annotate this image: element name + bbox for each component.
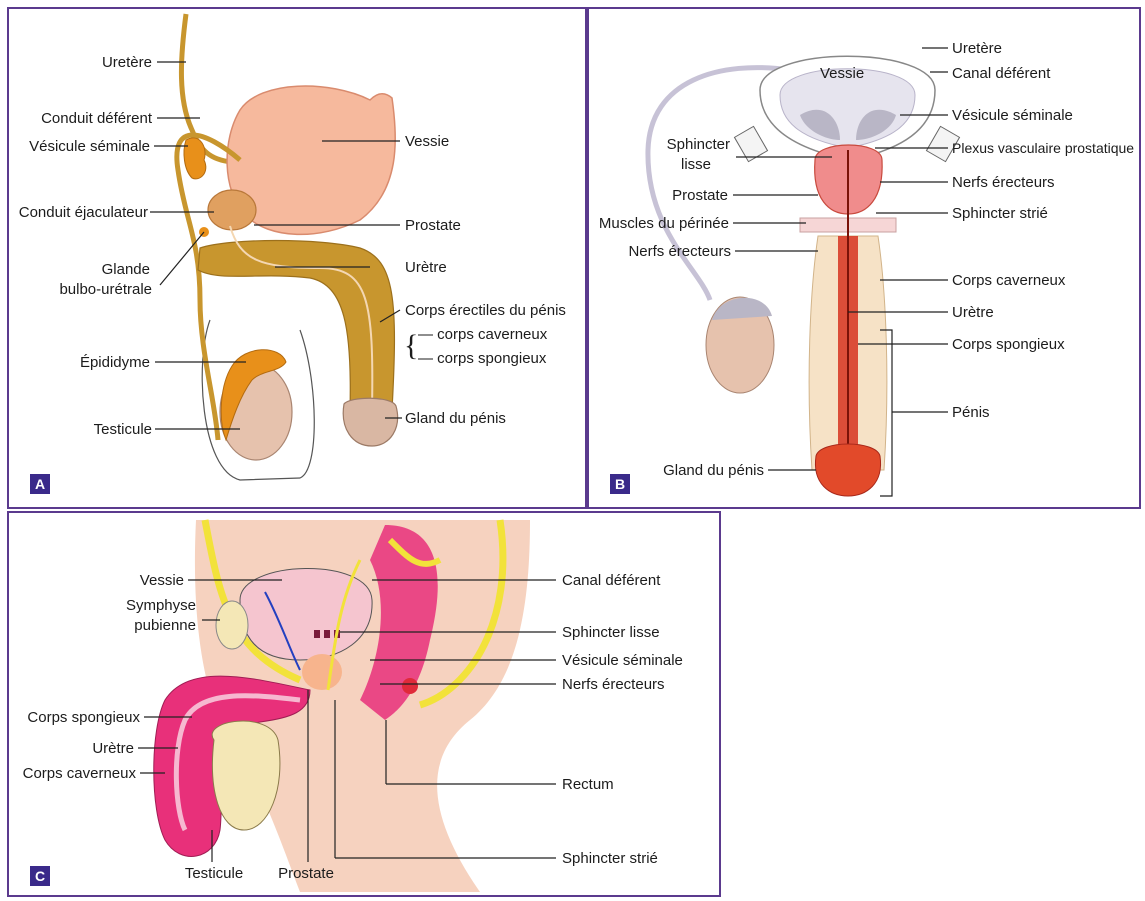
label-uretere-a: Uretère bbox=[102, 54, 152, 71]
label-rectum-c: Rectum bbox=[562, 776, 614, 793]
prostate-c bbox=[302, 654, 342, 690]
label-gland-a: Gland du pénis bbox=[405, 410, 506, 427]
label-penis-b: Pénis bbox=[952, 404, 990, 421]
label-uretere-b: Uretère bbox=[952, 40, 1002, 57]
label-symphyse-line2-c: pubienne bbox=[134, 617, 196, 634]
prostate-a bbox=[208, 190, 256, 230]
label-vessie-c: Vessie bbox=[140, 572, 184, 589]
label-uretre-c: Urètre bbox=[92, 740, 134, 757]
label-corps-spongieux-b: Corps spongieux bbox=[952, 336, 1065, 353]
glans-b bbox=[815, 444, 880, 496]
label-sphincter-strie-b: Sphincter strié bbox=[952, 205, 1048, 222]
label-conduit-deferent-a: Conduit déférent bbox=[41, 110, 153, 127]
label-plexus-b: Plexus vasculaire prostatique bbox=[952, 140, 1134, 156]
sphincter-lisse-dot1-c bbox=[314, 630, 320, 638]
label-prostate-a: Prostate bbox=[405, 217, 461, 234]
label-gland-b: Gland du pénis bbox=[663, 462, 764, 479]
label-corps-spongieux-a: — corps spongieux bbox=[418, 350, 547, 367]
label-nerfs-erecteurs-right-b: Nerfs érecteurs bbox=[952, 174, 1055, 191]
label-sphincter-line2-b: lisse bbox=[681, 156, 711, 173]
label-corps-caverneux-b: Corps caverneux bbox=[952, 272, 1066, 289]
label-conduit-ejaculateur-a: Conduit éjaculateur bbox=[19, 204, 148, 221]
badge-c-text: C bbox=[35, 868, 45, 884]
label-symphyse-line1-c: Symphyse bbox=[126, 597, 196, 614]
label-vesicule-seminale-a: Vésicule séminale bbox=[29, 138, 150, 155]
label-sphincter-strie-c: Sphincter strié bbox=[562, 850, 658, 867]
label-muscles-perinee-b: Muscles du périnée bbox=[599, 215, 729, 232]
label-nerfs-erecteurs-c: Nerfs érecteurs bbox=[562, 676, 665, 693]
label-prostate-c: Prostate bbox=[278, 865, 334, 882]
label-brace-a: { bbox=[404, 329, 418, 362]
label-corps-caverneux-a: — corps caverneux bbox=[418, 326, 548, 343]
symphysis-c bbox=[216, 601, 248, 649]
label-epididyme-a: Épididyme bbox=[80, 354, 150, 371]
label-vessie-a: Vessie bbox=[405, 133, 449, 150]
label-vesicule-seminale-b: Vésicule séminale bbox=[952, 107, 1073, 124]
label-testicule-a: Testicule bbox=[94, 421, 152, 438]
label-vessie-b: Vessie bbox=[820, 65, 864, 82]
seminal-vesicle-c bbox=[402, 678, 418, 694]
badge-b-text: B bbox=[615, 476, 625, 492]
sphincter-lisse-dot2-c bbox=[324, 630, 330, 638]
label-sphincter-line1-b: Sphincter bbox=[667, 136, 730, 153]
label-glande-line1-a: Glande bbox=[102, 261, 150, 278]
label-corps-spongieux-c: Corps spongieux bbox=[27, 709, 140, 726]
label-glande-line2-a: bulbo-urétrale bbox=[59, 281, 152, 298]
label-canal-deferent-b: Canal déférent bbox=[952, 65, 1051, 82]
label-vesicule-seminale-c: Vésicule séminale bbox=[562, 652, 683, 669]
label-uretre-a: Urètre bbox=[405, 259, 447, 276]
label-prostate-b: Prostate bbox=[672, 187, 728, 204]
label-sphincter-lisse-c: Sphincter lisse bbox=[562, 624, 660, 641]
label-corps-caverneux-c: Corps caverneux bbox=[23, 765, 137, 782]
label-nerfs-erecteurs-left-b: Nerfs érecteurs bbox=[628, 243, 731, 260]
label-corps-erectiles-a: Corps érectiles du pénis bbox=[405, 302, 566, 319]
label-testicule-c: Testicule bbox=[185, 865, 243, 882]
badge-a-text: A bbox=[35, 476, 45, 492]
label-uretre-b: Urètre bbox=[952, 304, 994, 321]
label-canal-deferent-c: Canal déférent bbox=[562, 572, 661, 589]
